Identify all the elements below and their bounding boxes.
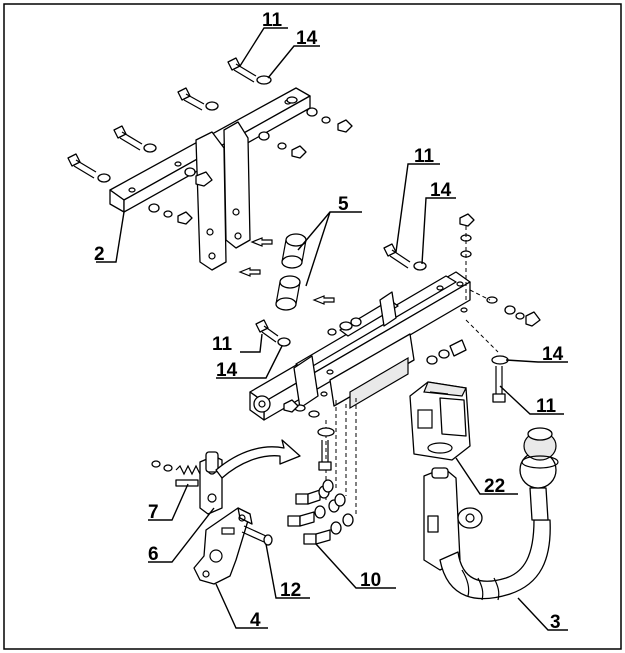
callout-11-top: 11 [262, 10, 283, 31]
callout-3: 3 [550, 612, 561, 633]
bolt-group [287, 479, 354, 545]
socket-bracket [151, 439, 301, 585]
callout-6: 6 [148, 544, 159, 565]
callout-10: 10 [360, 570, 381, 591]
callout-5: 5 [338, 194, 349, 215]
callout-14-right: 14 [542, 344, 564, 365]
callout-labels: 11 14 2 5 11 14 11 14 14 11 22 7 6 10 12… [94, 10, 564, 633]
main-crossbeam [249, 271, 471, 421]
callout-12: 12 [280, 580, 301, 601]
bracket-assembly [67, 57, 353, 271]
callout-2: 2 [94, 244, 105, 265]
callout-4: 4 [250, 610, 261, 631]
callout-7: 7 [148, 502, 159, 523]
callout-22: 22 [484, 476, 505, 497]
callout-11-left: 11 [212, 334, 233, 355]
leader-lines [96, 27, 568, 631]
bolts-top-left [67, 57, 272, 183]
callout-11-right: 11 [536, 396, 557, 417]
bolt-stack-right [383, 213, 541, 403]
callout-14-top: 14 [296, 28, 318, 49]
callout-14-left: 14 [216, 360, 238, 381]
callout-14-right-top: 14 [430, 180, 452, 201]
bolt-lower-center [317, 427, 335, 471]
nuts-top-right [148, 96, 353, 225]
callout-11-right-top: 11 [414, 146, 435, 167]
diagram-frame [3, 3, 622, 650]
bolt-stack-left [255, 319, 291, 347]
tow-ball-neck [423, 427, 559, 601]
socket-box [409, 381, 471, 461]
